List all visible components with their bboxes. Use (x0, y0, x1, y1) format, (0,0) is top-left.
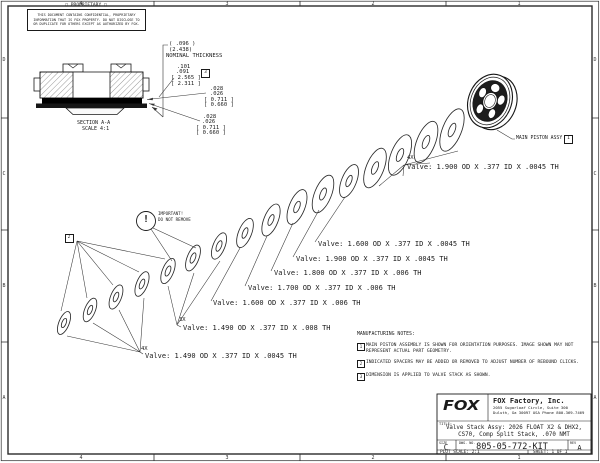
company-name: FOX Factory, Inc. (493, 396, 565, 405)
valve-callout-qty: 4X (407, 155, 414, 161)
nominal-dim-line3: NOMINAL THICKNESS (166, 52, 223, 59)
valve-stack-drawing (56, 108, 465, 335)
zone-label: 2 (371, 0, 375, 7)
proprietary-body: THIS DOCUMENT CONTAINS CONFIDENTIAL, PRO… (33, 12, 140, 27)
drawing-title-line1: Valve Stack Assy: 2026 FLOAT X2 & DHX2, (445, 425, 583, 431)
warning-line1: IMPORTANT! (158, 210, 184, 216)
zone-label: B (593, 283, 597, 289)
warning-balloon-circle (136, 211, 156, 231)
note-item-text: MAIN PISTON ASSEMBLY IS SHOWN FOR ORIENT… (366, 342, 574, 355)
proprietary-box: THIS DOCUMENT CONTAINS CONFIDENTIAL, PRO… (27, 9, 146, 31)
size-value: C (443, 442, 449, 452)
drawing-title-line2: CS70, Comp Split Stack, .070 NMT (458, 432, 570, 438)
note-flag-2: 2 (64, 233, 74, 243)
leader-lines (60, 129, 515, 355)
shim-lower-dim1: .028 (203, 113, 217, 120)
note-item-text: INDICATED SPACERS MAY BE ADDED OR REMOVE… (366, 359, 579, 365)
note-flag-1: 1 (564, 134, 573, 144)
dwg-number: 805-05-772-KIT (476, 442, 548, 452)
valve-callout-qty: 3X (179, 317, 186, 323)
zone-label: 3 (225, 0, 229, 7)
zone-label: D (593, 57, 597, 63)
section-scale: SCALE 4:1 (82, 125, 110, 132)
shim-upper-metric1: [ 0.711 ] (204, 96, 234, 103)
company-address-1: 2055 Sugarloaf Circle, Suite 300 (493, 405, 568, 410)
section-view-drawing (33, 63, 150, 115)
note-item-flag: 3 (357, 373, 365, 381)
zone-label: B (2, 283, 6, 289)
note-flag-3: 3 (201, 68, 210, 78)
warning-exclamation-icon: ! (143, 213, 150, 225)
zone-label: A (2, 395, 6, 401)
zone-label: A (593, 395, 597, 401)
notes-heading: MANUFACTURING NOTES: (357, 332, 415, 337)
zone-label: 1 (517, 0, 521, 7)
valve-callout-text: Valve: 1.600 OD X .377 ID X .006 TH (213, 299, 361, 307)
valve-callout-text: Valve: 1.490 OD X .377 ID X .008 TH (183, 323, 331, 332)
dwg-no-label: DWG. NO. (459, 440, 476, 445)
piston-callout-label: MAIN PISTON ASSY (516, 135, 563, 141)
sheet-info: SHEET: 1 OF 1 (533, 449, 568, 455)
proprietary-heading: □ PROPRIETARY □ (65, 3, 107, 8)
valve-callout-text: Valve: 1.900 OD X .377 ID X .0045 TH (407, 162, 559, 171)
stack-dim-metric-upper: [ 2.565 ] (171, 75, 201, 81)
valve-callout-text: Valve: 1.700 OD X .377 ID X .006 TH (248, 284, 396, 292)
shim-lower-metric2: [ 0.660 ] (196, 130, 226, 136)
valve-callout-text: Valve: 1.800 OD X .377 ID X .006 TH (274, 269, 422, 277)
warning-line2: DO NOT REMOVE (158, 216, 191, 222)
shim-lower-metric1: [ 0.711 ] (196, 124, 226, 131)
stack-dim-metric-lower: [ 2.311 ] (171, 80, 201, 87)
rev-value: A (577, 443, 582, 452)
valve-callout-text: Valve: 1.600 OD X .377 ID X .0045 TH (318, 240, 470, 248)
section-label: SECTION A-A (77, 119, 111, 126)
stack-dim-lower: .091 (176, 69, 190, 75)
zone-label: C (593, 171, 597, 177)
zone-label: 4 (79, 455, 83, 461)
stack-dim-upper: .101 (177, 63, 191, 70)
plot-scale: PLOT SCALE: 2:1 (440, 449, 480, 455)
note-item-text: DIMENSION IS APPLIED TO VALVE STACK AS S… (366, 372, 491, 378)
zone-label: 2 (371, 455, 375, 461)
valve-callout-text: Valve: 1.900 OD X .377 ID X .0045 TH (296, 254, 448, 263)
zone-label: D (2, 57, 6, 63)
zone-label: 4 (79, 0, 83, 7)
note-item-flag: 2 (357, 360, 365, 368)
size-label: SIZE (439, 440, 448, 445)
company-address-2: Duluth, Ga 30097 USA Phone 800-369-7469 (493, 410, 585, 415)
shim-upper-dim2: .026 (210, 91, 224, 97)
title-block-grid (436, 393, 592, 455)
zone-label: C (2, 171, 6, 177)
rev-label: REV (570, 440, 577, 445)
valve-callout-text: Valve: 1.490 OD X .377 ID X .0045 TH (145, 352, 297, 360)
fox-logo: FOX (443, 397, 480, 414)
valve-callout-qty: 4X (141, 345, 148, 352)
shim-upper-metric2: [ 0.660 ] (204, 102, 234, 108)
shim-upper-dim1: .028 (210, 85, 224, 92)
title-label: TITLE: (439, 421, 452, 426)
note-item-flag: 1 (357, 343, 365, 351)
nominal-dim-line2: (2.438) (169, 46, 193, 53)
main-piston-drawing (467, 73, 518, 131)
nominal-dim-line1: ( .096 ) (169, 40, 196, 47)
zone-label: 3 (225, 455, 229, 461)
zone-label: 1 (517, 455, 521, 461)
shim-lower-dim2: .026 (202, 119, 216, 125)
dimension-lines (146, 44, 207, 122)
